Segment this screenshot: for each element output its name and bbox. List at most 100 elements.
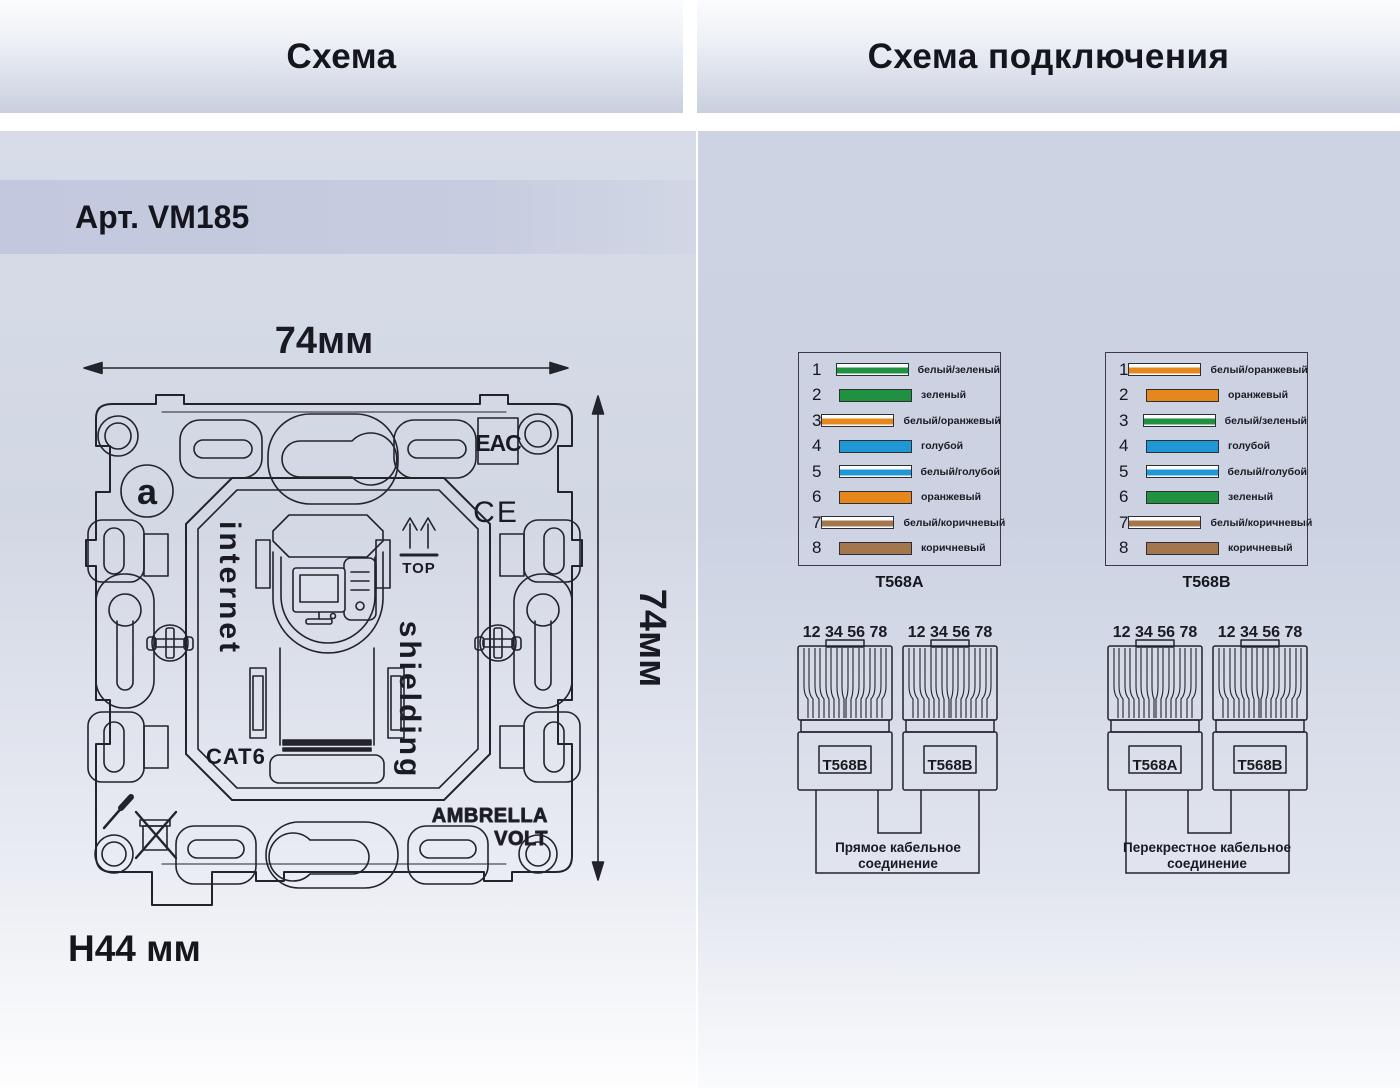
t568a-table: 1 белый/зеленый 2 зеленый 3 белый/оранжевый… [798,352,1005,592]
wire-color-label: белый/оранжевый [903,414,1001,427]
shielding-label: shielding [393,621,426,780]
wire-row: 5 белый/голубой [799,460,1000,484]
scheme-panel [0,131,696,1088]
computer-icon [292,557,377,625]
pin-number: 7 [1119,512,1129,532]
wire-color-label: голубой [921,440,964,453]
internet-label: internet [213,521,246,655]
wire-row: 2 оранжевый [1106,383,1307,407]
wire-color-label: коричневый [1228,542,1293,555]
width-dimension-label: 74мм [275,320,374,362]
top-orientation-icon: TOP [399,517,439,577]
pin-numbers: 12 34 56 78 [1113,624,1198,641]
t568a-caption: T568A [875,574,924,591]
wire-row: 2 зеленый [799,383,1000,407]
top-claw-slots [179,413,477,505]
wire-color-label: зеленый [921,389,967,402]
pin-number: 1 [812,359,822,379]
wire-color-swatch [821,516,895,530]
wire-color-swatch [839,388,912,402]
wire-color-swatch [1146,490,1219,504]
plug-standard-label: T568B [822,757,867,774]
cat6-label: CAT6 [206,744,266,769]
wire-color-swatch [1142,414,1216,428]
article-band: Арт. VM185 [0,180,696,254]
width-dimension: 74мм [83,320,569,375]
pin-number: 6 [1119,487,1129,507]
wire-row: 7 белый/коричневый [1106,511,1312,535]
pin-numbers: 12 34 56 78 [803,624,888,641]
ce-mark: CE [473,496,519,529]
wire-row: 3 белый/зеленый [1106,409,1307,433]
wire-color-label: оранжевый [921,491,982,504]
wire-color-label: оранжевый [1228,389,1289,402]
keystone-jack [249,514,405,784]
wire-color-swatch [839,541,912,555]
brand-text: AMBRELLA VOLT [431,805,548,851]
article-number: Арт. VM185 [75,198,250,235]
wire-color-swatch [1145,465,1219,479]
height-dimension-label: 74мм [631,589,673,688]
screwdriver-icon [102,794,134,830]
eac-mark: EAC [475,417,522,465]
right-panel-header: Схема подключения [697,0,1400,113]
pin-number: 4 [812,436,822,456]
wire-color-label: белый/зеленый [917,363,1000,376]
pin-number: 2 [812,385,822,405]
bottom-claw-slots [175,821,489,889]
straight-connection-caption: соединение [858,856,938,871]
plug-standard-label: T568B [1237,757,1282,774]
pin-number: 5 [812,461,822,481]
pin-number: 2 [1119,385,1129,405]
pin-number: 8 [1119,538,1129,558]
left-panel-title: Схема [286,36,397,76]
mounting-frame-drawing: 74мм 74мм [83,320,673,906]
wire-color-swatch [1146,541,1219,555]
wire-color-label: коричневый [921,542,986,555]
height-dimension: 74мм [591,395,673,881]
pin-number: 1 [1119,359,1129,379]
pin-numbers: 12 34 56 78 [908,624,993,641]
wire-row: 8 коричневый [1106,536,1307,560]
svg-text:a: a [137,471,158,512]
svg-text:TOP: TOP [402,560,436,577]
wire-color-label: белый/зеленый [1224,414,1307,427]
wire-color-swatch [835,363,909,377]
crossover-connection-caption: соединение [1167,856,1247,871]
pin-number: 5 [1119,461,1129,481]
wire-row: 1 белый/зеленый [799,358,1000,382]
wire-color-swatch [839,490,912,504]
crossover-connection-caption: Перекрестное кабельное [1123,840,1291,855]
plug-standard-label: T568B [927,757,972,774]
cable-connection-diagram: 12 34 56 78 12 34 56 78 12 34 56 78 12 3… [797,624,1308,874]
wire-row: 5 белый/голубой [1106,460,1307,484]
wire-color-swatch [1128,516,1202,530]
pin-number: 3 [812,410,822,430]
pin-number: 7 [812,512,822,532]
pin-numbers: 12 34 56 78 [1218,624,1303,641]
wire-color-swatch [838,465,912,479]
wire-color-label: белый/голубой [920,465,1000,478]
t568b-caption: T568B [1182,574,1231,591]
straight-connection-caption: Прямое кабельное [835,840,961,855]
frame-outline [85,394,583,906]
pin-number: 3 [1119,410,1129,430]
wire-color-swatch [1146,388,1219,402]
wire-row: 4 голубой [799,434,1000,458]
svg-text:VOLT: VOLT [494,828,548,850]
svg-text:EAC: EAC [475,430,521,456]
wire-color-swatch [821,414,895,428]
wire-color-swatch [1128,363,1202,377]
wire-color-swatch [839,439,912,453]
frame-depth-label: Н44 мм [68,928,201,969]
wire-color-label: белый/голубой [1227,465,1307,478]
wire-color-label: голубой [1228,440,1271,453]
wire-color-label: белый/коричневый [1210,516,1313,529]
